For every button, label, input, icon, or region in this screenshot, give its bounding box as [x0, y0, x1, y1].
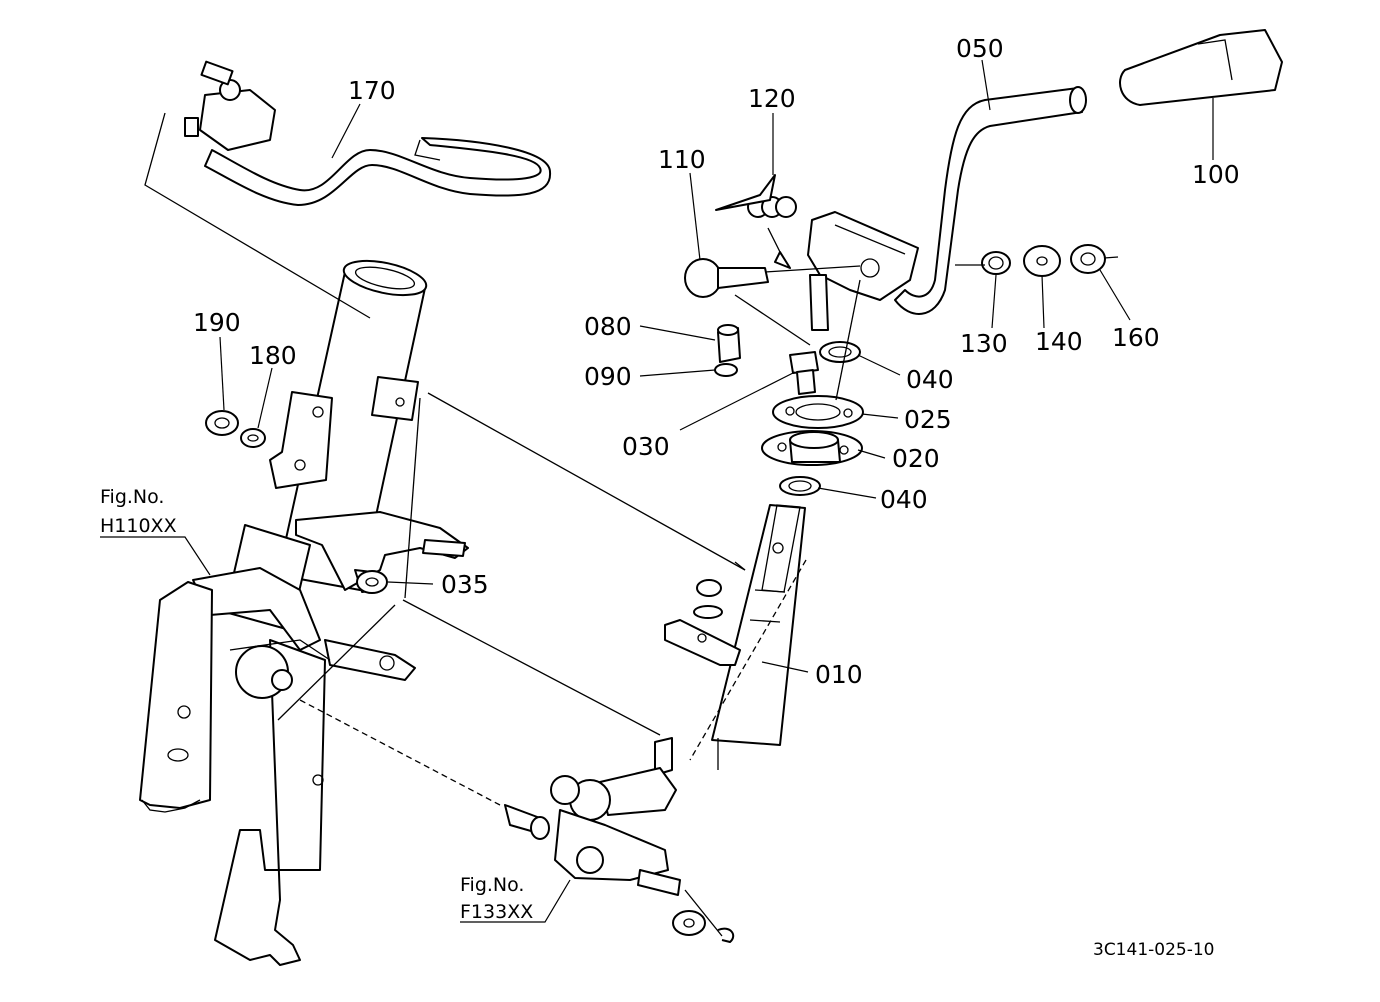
part-040-circlip-lower [779, 476, 821, 496]
universal-joint [504, 737, 735, 943]
callout-140: 140 [1035, 327, 1083, 356]
callout-170: 170 [348, 76, 396, 105]
figure-ref-2-code: F133XX [460, 901, 533, 923]
pedal-frame [139, 524, 331, 966]
part-130-bushing [981, 251, 1011, 275]
callout-035: 035 [441, 570, 489, 599]
part-080-collar [717, 324, 741, 363]
part-120-spring [715, 174, 797, 269]
callout-025: 025 [904, 405, 952, 434]
callout-090: 090 [584, 362, 632, 391]
leader-lines [100, 59, 1214, 923]
part-170-rod [184, 60, 552, 206]
part-180-spring-washer [240, 428, 266, 448]
part-020-flange [761, 430, 863, 466]
callout-010: 010 [815, 660, 863, 689]
column-post [269, 259, 428, 591]
part-110-pin [684, 258, 769, 298]
callout-080: 080 [584, 312, 632, 341]
part-090-washer [714, 363, 738, 377]
callout-030: 030 [622, 432, 670, 461]
part-010-shaft [711, 504, 806, 746]
callout-160: 160 [1112, 323, 1160, 352]
callout-020: 020 [892, 444, 940, 473]
callout-180: 180 [249, 341, 297, 370]
part-035-nut [356, 570, 388, 594]
callout-190: 190 [193, 308, 241, 337]
callout-100: 100 [1192, 160, 1240, 189]
part-050-lever [894, 86, 1087, 315]
callout-130: 130 [960, 329, 1008, 358]
part-030-bolt [789, 351, 819, 395]
callout-040-upper: 040 [906, 365, 954, 394]
callout-040-lower: 040 [880, 485, 928, 514]
part-160-nut [1070, 244, 1106, 274]
callout-120: 120 [748, 84, 796, 113]
assembly-lines [144, 112, 1119, 937]
figure-ref-1-code: H110XX [100, 515, 177, 537]
part-100-knob [1119, 29, 1283, 106]
figure-ref-2-label: Fig.No. [460, 874, 524, 896]
shaft-bracket-plate [664, 579, 741, 666]
part-025-gasket [772, 395, 864, 429]
drawing-code: 3C141-025-10 [1093, 940, 1214, 960]
callout-110: 110 [658, 145, 706, 174]
lever-pivot-block [807, 211, 919, 331]
figure-ref-1-label: Fig.No. [100, 486, 164, 508]
part-140-washer [1023, 245, 1061, 277]
part-040-circlip-upper [819, 341, 861, 363]
callout-050: 050 [956, 34, 1004, 63]
part-190-nut [205, 410, 239, 436]
